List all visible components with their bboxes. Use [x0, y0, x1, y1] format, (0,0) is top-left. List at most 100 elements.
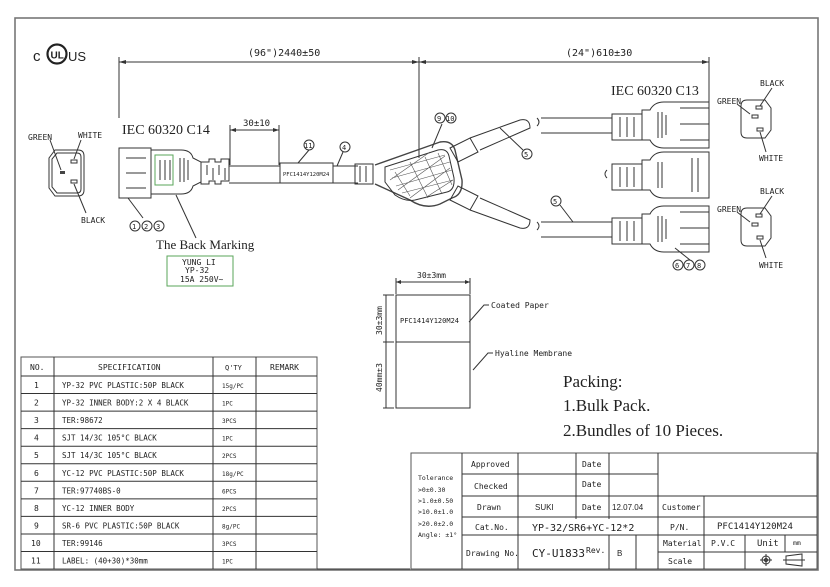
bom-cell-spec: SJT 14/3C 105°C BLACK	[62, 434, 157, 443]
hyaline-membrane-label: Hyaline Membrane	[495, 349, 572, 358]
back-marking-box-on-plug	[154, 154, 174, 186]
tolerance-line-1: >0±0.30	[418, 486, 445, 494]
bom-cell-qty: 18g/PC	[222, 471, 244, 478]
bom-cell-spec: TER:97740BS-0	[62, 486, 121, 495]
tolerance-line-4: >20.0±2.0	[418, 520, 453, 528]
logo-suffix: US	[68, 49, 86, 64]
logo-mark: UL	[51, 51, 64, 62]
drawn-date-label: Date	[582, 503, 601, 512]
main-length-dimension: (96")2440±50	[118, 48, 420, 158]
tolerance-line-3: >10.0±1.0	[418, 508, 453, 516]
bom-cell-no: 4	[34, 434, 39, 443]
c13-top-green-label: GREEN	[717, 97, 741, 106]
pn-value: PFC1414Y120M24	[717, 522, 793, 532]
bom-cell-qty: 2PCS	[222, 453, 237, 460]
back-marking-line-1: YUNG LI	[182, 258, 216, 267]
branch-cable-bottom: 5	[536, 195, 612, 238]
bom-cell-no: 3	[34, 416, 39, 425]
packing-title: Packing:	[563, 372, 623, 391]
callout-6: 6	[675, 262, 679, 270]
c13-title: IEC 60320 C13	[611, 84, 699, 99]
bom-cell-spec: SJT 14/3C 105°C BLACK	[62, 451, 157, 460]
branch-length-dimension: (24")610±30	[419, 48, 710, 105]
c13-bottom-green-label: GREEN	[717, 205, 741, 214]
cable-label-text: PFC1414Y120M24	[283, 172, 330, 178]
ul-circle-icon	[46, 43, 68, 65]
logo-prefix: c	[33, 48, 41, 65]
bom-header-qty: Q'TY	[225, 364, 243, 372]
label-offset-text: 30±10	[243, 119, 270, 129]
tolerance-angle: Angle: ±1°	[418, 531, 457, 539]
bom-cell-qty: 8g/PC	[222, 523, 240, 530]
drawing-no-value: CY-U1833	[532, 547, 585, 560]
c13-face-view-bottom: BLACK GREEN WHITE	[717, 187, 784, 270]
bom-cell-spec: YC-12 PVC PLASTIC:50P BLACK	[62, 469, 184, 478]
bom-cell-no: 6	[34, 469, 39, 478]
label-detail-text: PFC1414Y120M24	[400, 317, 459, 325]
c13-plug-middle	[604, 151, 710, 199]
callout-5-bottom: 5	[553, 198, 557, 206]
bom-row: 8 YC-12 INNER BODY 2PCS	[34, 504, 237, 513]
c13-plug-top	[611, 101, 710, 149]
c13-top-white-label: WHITE	[759, 154, 783, 163]
callout-c14-parts: 1 2 3	[129, 220, 165, 232]
bom-cell-spec: TER:99146	[62, 539, 103, 548]
bom-cell-spec: LABEL: (40+30)*30mm	[62, 557, 148, 566]
cul-us-logo: c UL US	[33, 43, 86, 65]
bom-header-no: NO.	[30, 363, 44, 372]
bom-cell-qty: 15g/PC	[222, 383, 244, 390]
label-offset-dimension: 30±10	[229, 119, 280, 165]
c14-face-view: GREEN WHITE BLACK	[28, 131, 105, 225]
drawn-value: SUKI	[535, 503, 554, 512]
bom-cell-no: 8	[34, 504, 39, 513]
packing-item-1: 1.Bulk Pack.	[563, 396, 650, 415]
back-marking-line-2: YP-32	[185, 266, 209, 275]
callout-10: 10	[446, 115, 454, 123]
approved-label: Approved	[471, 460, 510, 469]
bom-cell-qty: 2PCS	[222, 506, 237, 513]
coated-paper-label: Coated Paper	[491, 301, 549, 310]
callout-5-top: 5	[524, 151, 528, 159]
c13-plug-bottom	[611, 205, 710, 261]
c13-bottom-white-label: WHITE	[759, 261, 783, 270]
bom-cell-qty: 1PC	[222, 559, 233, 566]
callout-8: 8	[697, 262, 701, 270]
drawn-date-value: 12.07.04	[612, 503, 644, 512]
bom-cell-spec: YP-32 INNER BODY:2 X 4 BLACK	[62, 399, 189, 408]
cat-no-label: Cat.No.	[475, 523, 509, 532]
cat-no-value: YP-32/SR6+YC-12*2	[532, 523, 634, 534]
branch-cable-top: 5	[499, 117, 612, 160]
c14-green-label: GREEN	[28, 133, 52, 142]
callout-1: 1	[132, 223, 136, 231]
c13-face-view-top: BLACK GREEN WHITE	[717, 79, 784, 163]
sheet-frame	[14, 17, 819, 571]
back-marking-box: YUNG LI YP-32 15A 250V~	[166, 255, 234, 287]
callout-2: 2	[144, 223, 148, 231]
bom-cell-spec: YC-12 INNER BODY	[62, 504, 135, 513]
unit-value: mm	[793, 539, 801, 547]
checked-date-label: Date	[582, 480, 601, 489]
branch-length-text: (24")610±30	[566, 48, 632, 59]
bom-cell-qty: 6PCS	[222, 488, 237, 495]
packing-notes: Packing: 1.Bulk Pack. 2.Bundles of 10 Pi…	[563, 372, 723, 440]
label-detail: 30±3mm 30±3mm 40mm±3 PFC1414Y120M24 Coat…	[375, 271, 572, 409]
rev-label: Rev.	[586, 546, 605, 555]
back-marking-line-3: 15A 250V~	[180, 275, 224, 284]
packing-item-2: 2.Bundles of 10 Pieces.	[563, 421, 723, 440]
y-splitter: 9 10	[354, 112, 531, 229]
callout-c13-parts: 6 7 8	[672, 259, 706, 271]
c14-title: IEC 60320 C14	[122, 123, 210, 138]
checked-label: Checked	[474, 482, 508, 491]
scale-label: Scale	[668, 557, 692, 566]
back-marking-title: The Back Marking	[156, 237, 255, 252]
